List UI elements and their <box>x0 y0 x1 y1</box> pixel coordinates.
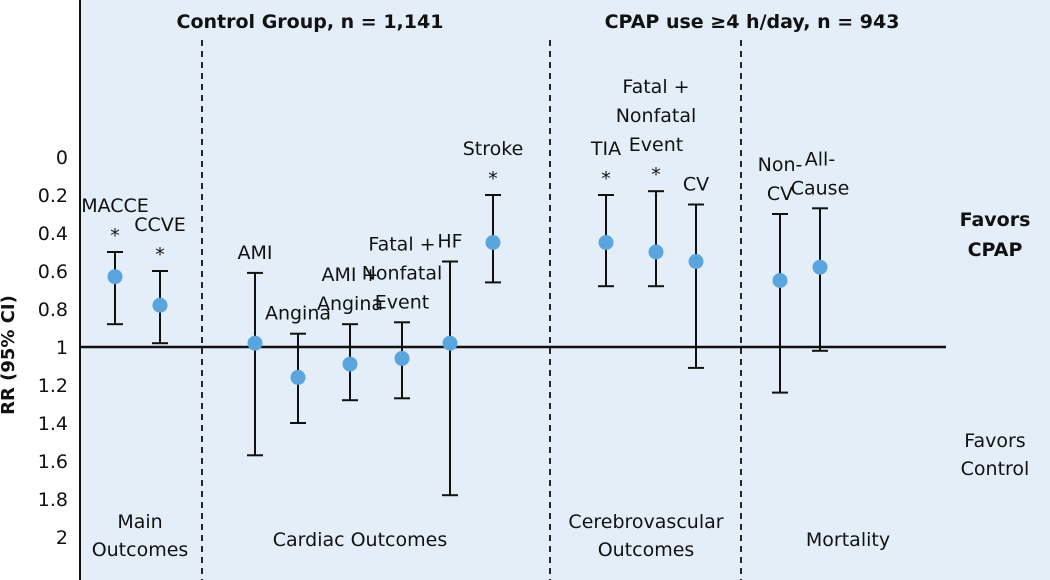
rr-point <box>772 273 788 288</box>
point-label: All- <box>805 148 835 170</box>
point-label: Nonfatal <box>616 105 697 127</box>
rr-point <box>152 297 168 313</box>
rr-point <box>107 269 123 285</box>
point-label: CV <box>767 183 793 205</box>
significance-marker: * <box>155 244 165 266</box>
group-label: Outcomes <box>598 539 695 561</box>
group-label: Outcomes <box>92 539 189 561</box>
rr-point <box>812 259 828 275</box>
significance-marker: * <box>488 168 498 190</box>
point-label: CV <box>683 174 709 196</box>
point-label: Non- <box>758 154 803 176</box>
y-tick-label: 1.8 <box>38 489 68 511</box>
rr-point <box>648 244 664 260</box>
point-label: MACCE <box>81 195 149 217</box>
point-label: CCVE <box>134 214 186 236</box>
rr-point <box>688 254 704 269</box>
rr-point <box>598 235 614 250</box>
y-tick-labels: 0 0.2 0.4 0.6 0.8 1 1.2 1.4 1.6 1.8 2 <box>38 147 68 549</box>
group-label: Mortality <box>806 529 890 551</box>
favors-control-label: Favors <box>964 430 1025 452</box>
group-label: Main <box>117 511 162 533</box>
y-tick-label: 1 <box>56 337 68 359</box>
y-tick-label: 1.2 <box>38 375 68 397</box>
plot-background <box>80 0 1050 580</box>
rr-point <box>290 369 306 385</box>
y-tick-label: 0.6 <box>38 261 68 283</box>
point-label: Nonfatal <box>362 262 443 284</box>
rr-point <box>485 235 501 250</box>
point-label: Event <box>375 291 429 313</box>
group-label: Cerebrovascular <box>568 511 723 533</box>
point-label: TIA <box>590 138 621 160</box>
point-label: HF <box>437 231 462 253</box>
y-tick-label: 0.4 <box>38 223 68 245</box>
group-dividers <box>201 40 742 580</box>
y-tick-label: 0.8 <box>38 299 68 321</box>
point-label: Fatal + <box>368 233 435 255</box>
point-label: Event <box>629 134 683 156</box>
favors-cpap-label: Favors <box>960 209 1031 231</box>
rr-point <box>247 335 263 351</box>
point-label: Angina <box>265 303 331 325</box>
data-points <box>107 235 828 385</box>
point-label: Stroke <box>463 138 524 160</box>
rr-point <box>442 335 458 351</box>
header-left: Control Group, n = 1,141 <box>177 11 444 33</box>
point-label: AMI + <box>322 264 379 286</box>
point-label: AMI <box>238 242 273 264</box>
rr-point <box>342 356 358 372</box>
significance-marker: * <box>601 168 611 190</box>
point-label: Angina <box>317 293 383 315</box>
y-tick-label: 1.4 <box>38 413 68 435</box>
rr-point <box>394 350 410 366</box>
significance-marker: * <box>110 225 120 247</box>
favors-control-label: Control <box>961 458 1030 480</box>
y-tick-label: 1.6 <box>38 451 68 473</box>
y-axis-label: RR (95% CI) <box>0 295 19 415</box>
favors-cpap-label: CPAP <box>968 239 1023 261</box>
y-tick-label: 2 <box>56 527 68 549</box>
point-label: Fatal + <box>622 76 689 98</box>
group-label: Cardiac Outcomes <box>273 529 447 551</box>
header-right: CPAP use ≥4 h/day, n = 943 <box>605 11 900 33</box>
significance-markers: * * * * * <box>110 164 661 266</box>
y-tick-label: 0 <box>56 147 68 169</box>
point-label: Cause <box>791 177 850 199</box>
significance-marker: * <box>651 164 661 186</box>
y-tick-label: 0.2 <box>38 185 68 207</box>
